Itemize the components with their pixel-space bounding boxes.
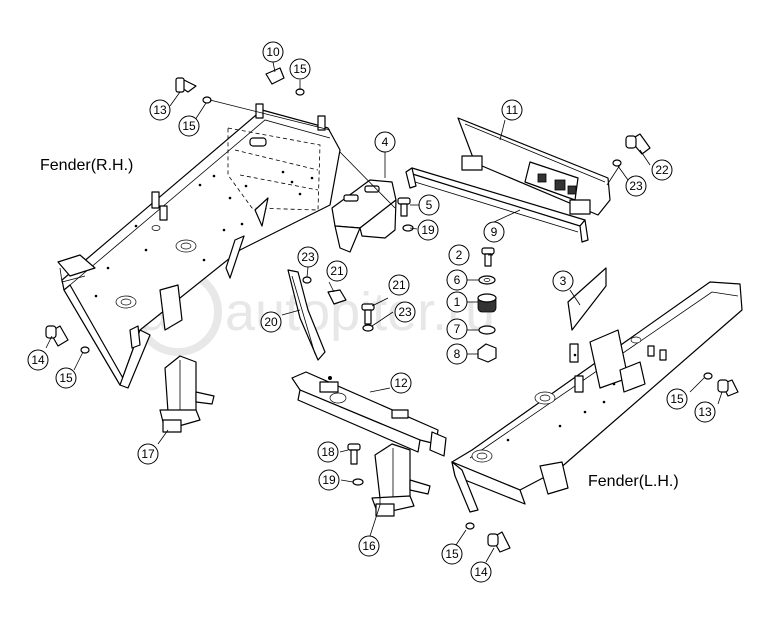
callout-19: 19: [417, 219, 439, 241]
callout-22: 22: [651, 159, 673, 181]
fender-lh-label: Fender(L.H.): [588, 473, 679, 490]
svg-text:21: 21: [392, 278, 406, 292]
part-11-panel: [457, 117, 611, 216]
callout-23: 23: [297, 246, 319, 268]
callout-15: 15: [178, 115, 200, 137]
svg-text:8: 8: [454, 347, 461, 361]
fender-rh-panel: [57, 103, 341, 389]
svg-text:3: 3: [560, 274, 567, 288]
callout-13: 13: [149, 99, 171, 121]
callout-23: 23: [625, 175, 647, 197]
callout-6: 6: [446, 269, 468, 291]
fasteners: [45, 67, 739, 553]
part-4-bracket: [331, 179, 397, 253]
callout-20: 20: [260, 311, 282, 333]
svg-text:6: 6: [454, 273, 461, 287]
callout-2: 2: [448, 244, 470, 266]
svg-text:19: 19: [421, 223, 435, 237]
part-12-crossmember: [291, 371, 447, 457]
svg-text:10: 10: [266, 45, 280, 59]
svg-text:23: 23: [301, 250, 315, 264]
callout-21: 21: [388, 274, 410, 296]
callout-15: 15: [289, 58, 311, 80]
part-16-support: [371, 443, 431, 517]
callout-17: 17: [137, 443, 159, 465]
fender-rh-label: Fender(R.H.): [40, 157, 133, 174]
callout-18: 18: [317, 441, 339, 463]
callout-4: 4: [374, 131, 396, 153]
callout-8: 8: [446, 343, 468, 365]
callout-16: 16: [358, 535, 380, 557]
svg-text:11: 11: [506, 103, 519, 117]
svg-text:23: 23: [398, 305, 412, 319]
svg-text:20: 20: [264, 315, 278, 329]
svg-text:13: 13: [153, 103, 167, 117]
svg-text:7: 7: [454, 322, 461, 336]
svg-text:14: 14: [474, 565, 488, 579]
callout-21: 21: [326, 260, 348, 282]
svg-text:23: 23: [629, 179, 643, 193]
callout-15: 15: [55, 367, 77, 389]
svg-text:13: 13: [698, 405, 712, 419]
svg-text:1: 1: [454, 295, 461, 309]
svg-text:21: 21: [330, 264, 344, 278]
svg-text:5: 5: [426, 198, 433, 212]
fender-lh-panel: [451, 267, 743, 513]
callout-11: 11: [501, 99, 523, 121]
svg-text:2: 2: [456, 248, 463, 262]
svg-text:22: 22: [655, 163, 669, 177]
callout-23: 23: [394, 301, 416, 323]
part-17-support: [159, 355, 215, 433]
svg-text:15: 15: [59, 371, 73, 385]
callout-15: 15: [441, 543, 463, 565]
callout-13: 13: [694, 401, 716, 423]
callout-19: 19: [318, 469, 340, 491]
part-20-arm: [287, 269, 326, 361]
svg-text:19: 19: [322, 473, 336, 487]
svg-text:14: 14: [31, 353, 45, 367]
svg-text:18: 18: [321, 445, 335, 459]
svg-text:15: 15: [670, 392, 684, 406]
svg-text:12: 12: [394, 376, 408, 390]
svg-text:16: 16: [362, 539, 376, 553]
callout-10: 10: [262, 41, 284, 63]
svg-text:15: 15: [293, 62, 307, 76]
callout-14: 14: [470, 561, 492, 583]
svg-text:9: 9: [491, 225, 498, 239]
callout-14: 14: [27, 349, 49, 371]
callout-3: 3: [552, 270, 574, 292]
callout-15: 15: [666, 388, 688, 410]
callout-5: 5: [418, 194, 440, 216]
part-9-crossbar: [405, 167, 589, 243]
svg-text:15: 15: [445, 547, 459, 561]
svg-text:17: 17: [141, 447, 155, 461]
svg-text:4: 4: [382, 135, 389, 149]
svg-text:15: 15: [182, 119, 196, 133]
callout-1: 1: [446, 291, 468, 313]
callout-12: 12: [390, 372, 412, 394]
leader-lines: [45, 61, 723, 563]
callout-9: 9: [483, 221, 505, 243]
callout-7: 7: [446, 318, 468, 340]
